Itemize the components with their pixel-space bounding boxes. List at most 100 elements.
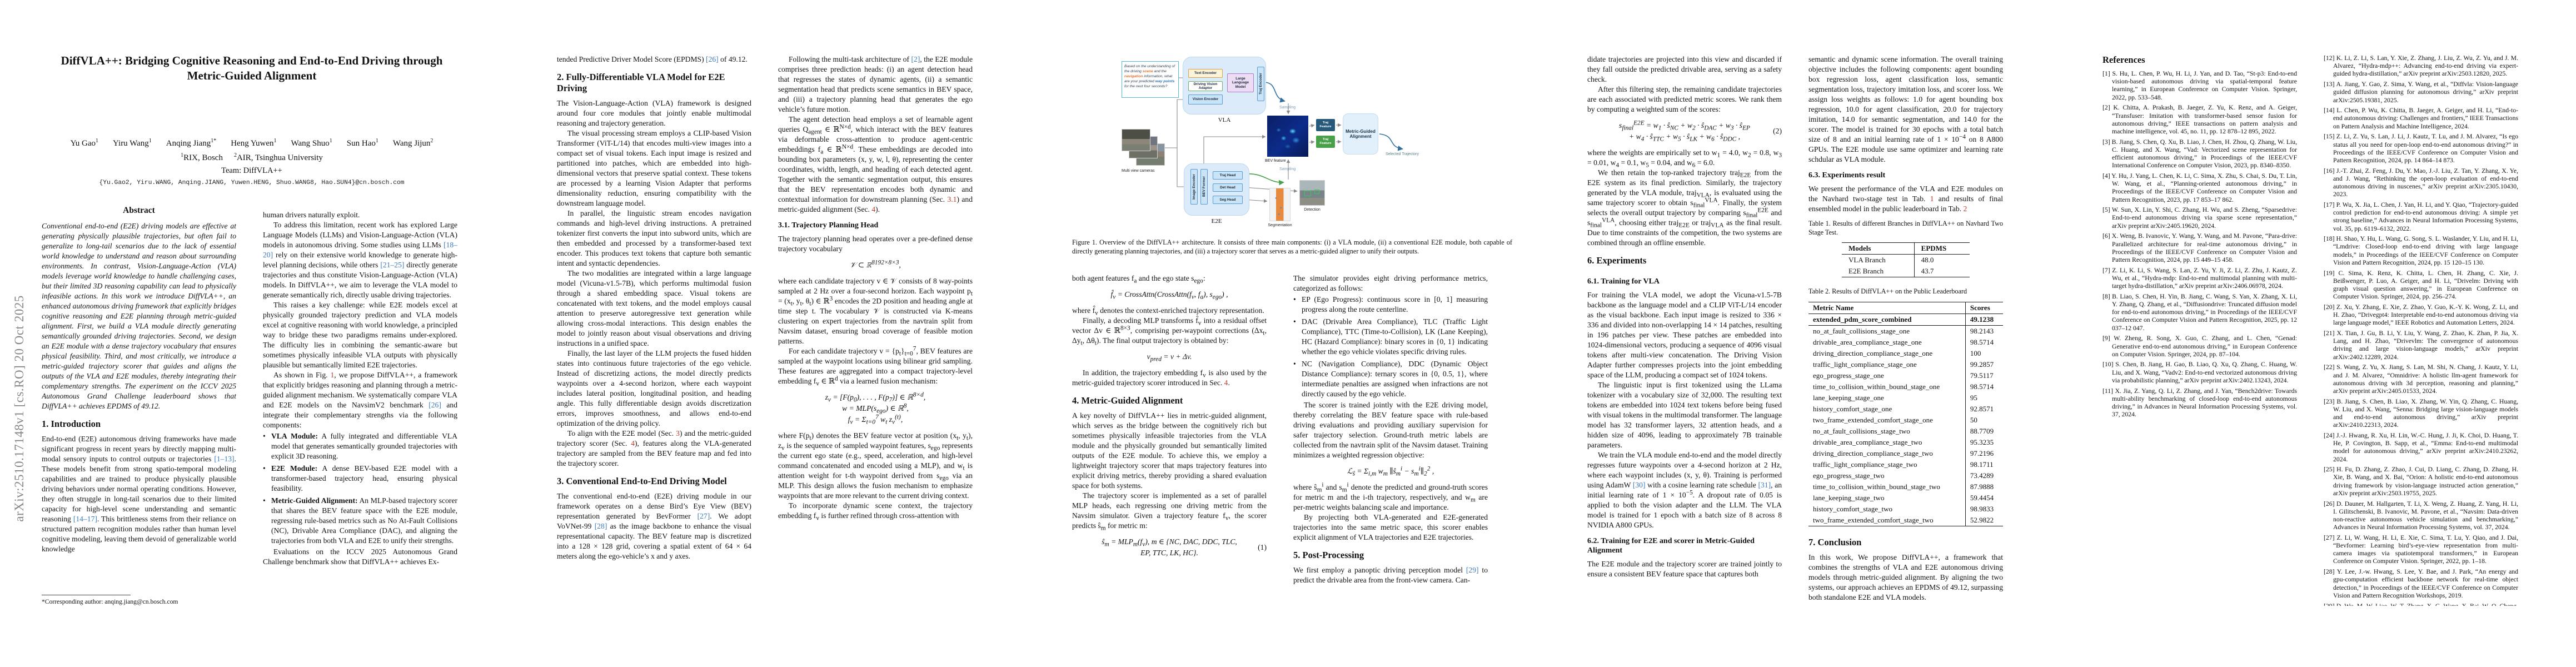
prompt-text-part: information, what are your predicted (1124, 74, 1173, 84)
paragraph: To align with the E2E model (Sec. 3) and… (557, 429, 751, 467)
equation-number: (1) (1258, 543, 1267, 551)
reference-number: [9] (2102, 335, 2110, 342)
table-cell: 79.5117 (1965, 370, 2003, 381)
selected-trajectory-label: Selected Trajectory (1386, 152, 1419, 156)
bullet-text: E2E Module: A dense BEV-based E2E model … (271, 464, 457, 492)
table-header-cell: EPDMS (1914, 242, 1970, 255)
bullet-text: DAC (Drivable Area Compliance), TLC (Tra… (1302, 317, 1488, 356)
paragraph: As shown in Fig. 1, we propose DiffVLA++… (263, 371, 457, 429)
page1-column2: human drivers naturally exploit.To addre… (263, 210, 457, 606)
figure-1: Based on the understanding of the drivin… (1122, 54, 1446, 233)
paragraph: The scorer is trained jointly with the E… (1293, 401, 1488, 459)
bullet-dot: • (263, 496, 266, 505)
reference-number: [28] (2324, 568, 2335, 576)
seg-head-box: Seg Head (1213, 196, 1243, 204)
equation: zv = [F(p0), . . . , F(p7)] ∈ ℝ8×d,w = M… (778, 391, 973, 426)
author-name: Wang Jijun2 (392, 138, 434, 148)
reference-number: [1] (2102, 70, 2110, 77)
table-cell: 95 (1965, 392, 2003, 404)
reference-item: [16] J.-T. Zhai, Z. Feng, J. Du, Y. Mao,… (2324, 167, 2518, 198)
traj-feature-vla-box: Traj Feature (1316, 119, 1335, 131)
bullet-dot: • (1293, 295, 1296, 303)
reference-number: [12] (2324, 54, 2335, 62)
vla-prompt-box: Based on the understanding of the drivin… (1122, 61, 1179, 98)
reference-item: [23] B. Jiang, S. Chen, B. Liao, X. Zhan… (2324, 397, 2518, 429)
equation: ℒŝ = Σi,m wm ∥ŝmi − smi∥22 , (1293, 466, 1488, 477)
section-heading: 1. Introduction (42, 419, 101, 429)
table-cell: E2E Branch (1848, 267, 1884, 275)
bev-feature-label: BEV feature (1265, 159, 1286, 163)
paper-title-text: DiffVLA++: Bridging Cognitive Reasoning … (61, 54, 443, 82)
subsection-heading: 3.1. Trajectory Planning Head (778, 221, 879, 230)
page2-column2: Following the multi-task architecture of… (778, 54, 973, 606)
equation: 𝒱 ⊂ ℝ8192×8×3, (778, 260, 973, 271)
reference-item: [9] W. Zheng, R. Song, X. Guo, C. Zhang,… (2102, 335, 2297, 358)
table-cell: 73.4289 (1965, 470, 2003, 481)
reference-number: [11] (2102, 387, 2114, 395)
paragraph: We train the VLA module end-to-end and t… (1587, 451, 1782, 529)
reference-number: [21] (2324, 330, 2335, 337)
equation-body: zv = [F(p0), . . . , F(p7)] ∈ ℝ8×d,w = M… (825, 391, 926, 426)
equation-body: ŝm = MLPm(fv), m ∈ {NC, DAC, DDC, TLC,EP… (1102, 537, 1237, 557)
reference-number: [2] (2102, 104, 2110, 112)
bullet-text: Metric-Guided Alignment: An MLP-based tr… (271, 496, 457, 545)
section-heading: 4. Metric-Guided Alignment (1072, 395, 1183, 406)
table-cell: driving_direction_compliance_stage_one (1813, 349, 1933, 357)
table-cell: 99.2857 (1965, 359, 2003, 370)
paragraph: In this work, We propose DiffVLA++, a fr… (1808, 552, 2003, 601)
paragraph: The Vision-Language-Action (VLA) framewo… (557, 99, 751, 127)
page3-column2: The simulator provides eight driving per… (1293, 273, 1488, 606)
reference-number: [29] (2324, 602, 2335, 606)
reference-item: [4] Y. Hu, J. Yang, L. Chen, K. Li, C. S… (2102, 172, 2297, 203)
references-heading: References (2102, 54, 2145, 65)
reference-item: [15] Z. Li, Z. Yu, S. Lan, J. Li, J. Kau… (2324, 133, 2518, 164)
paragraph: Evaluations on the ICCV 2025 Autonomous … (263, 547, 457, 566)
segmentation-label: Segmentation (1268, 223, 1292, 227)
table-cell: 98.1711 (1965, 459, 2003, 470)
table-cell: traffic_light_compliance_stage_two (1813, 460, 1917, 469)
reference-number: [16] (2324, 167, 2335, 175)
section-heading: 5. Post-Processing (1293, 550, 1364, 560)
bev-former-box: BEV Former (1200, 169, 1208, 205)
traj-feature-e2e-box: Traj Feature (1316, 136, 1335, 148)
paragraph: Finally, the last layer of the LLM proje… (557, 349, 751, 427)
detection-image (1299, 180, 1325, 206)
bev-feature-image (1267, 116, 1308, 157)
reference-item: [7] Z. Li, K. Li, S. Wang, S. Lan, Z. Yu… (2102, 266, 2297, 290)
sampling-top-label: Sampling (1279, 106, 1296, 109)
reference-item: [20] Z. Xu, Y. Zhang, E. Xie, Z. Zhao, Y… (2324, 303, 2518, 327)
reference-number: [14] (2324, 107, 2335, 115)
table-cell: 92.8571 (1965, 403, 2003, 415)
table-row: time_to_collision_within_bound_stage_one… (1808, 381, 2003, 392)
table-cell: two_frame_extended_comfort_stage_one (1813, 415, 1933, 424)
reference-item: [19] C. Sima, K. Renz, K. Chitta, L. Che… (2324, 269, 2518, 301)
table-cell: no_at_fault_collisions_stage_one (1813, 326, 1910, 335)
bullet-item: • Metric-Guided Alignment: An MLP-based t… (263, 496, 457, 546)
equation-body: f̂v = CrossAttn(CrossAttn(fv, fa), sego)… (1110, 290, 1228, 301)
table-cell: drivable_area_compliance_stage_two (1813, 437, 1922, 446)
author-name: Yu Gao1 (70, 138, 99, 148)
equation-body: 𝒱 ⊂ ℝ8192×8×3, (850, 259, 901, 269)
bullet-item: •EP (Ego Progress): continuous score in … (1293, 295, 1488, 315)
reference-item: [14] L. Chen, P. Wu, K. Chitta, B. Jaege… (2324, 107, 2518, 130)
reference-number: [5] (2102, 206, 2110, 214)
author-name: Yiru Wang1 (113, 138, 152, 148)
reference-number: [7] (2102, 266, 2110, 274)
paragraph: After this filtering step, the remaining… (1587, 85, 1782, 113)
table-cell: 98.9833 (1965, 503, 2003, 515)
reference-number: [13] (2324, 81, 2335, 88)
section-heading: 3. Conventional End-to-End Driving Model (557, 476, 727, 486)
prompt-text-part: scene (1142, 69, 1153, 74)
reference-number: [15] (2324, 133, 2335, 141)
paragraph: We first employ a panoptic driving perce… (1293, 566, 1488, 584)
paragraph: To incorporate dynamic scene context, th… (778, 501, 973, 522)
section-heading: 6. Experiments (1587, 255, 1647, 266)
